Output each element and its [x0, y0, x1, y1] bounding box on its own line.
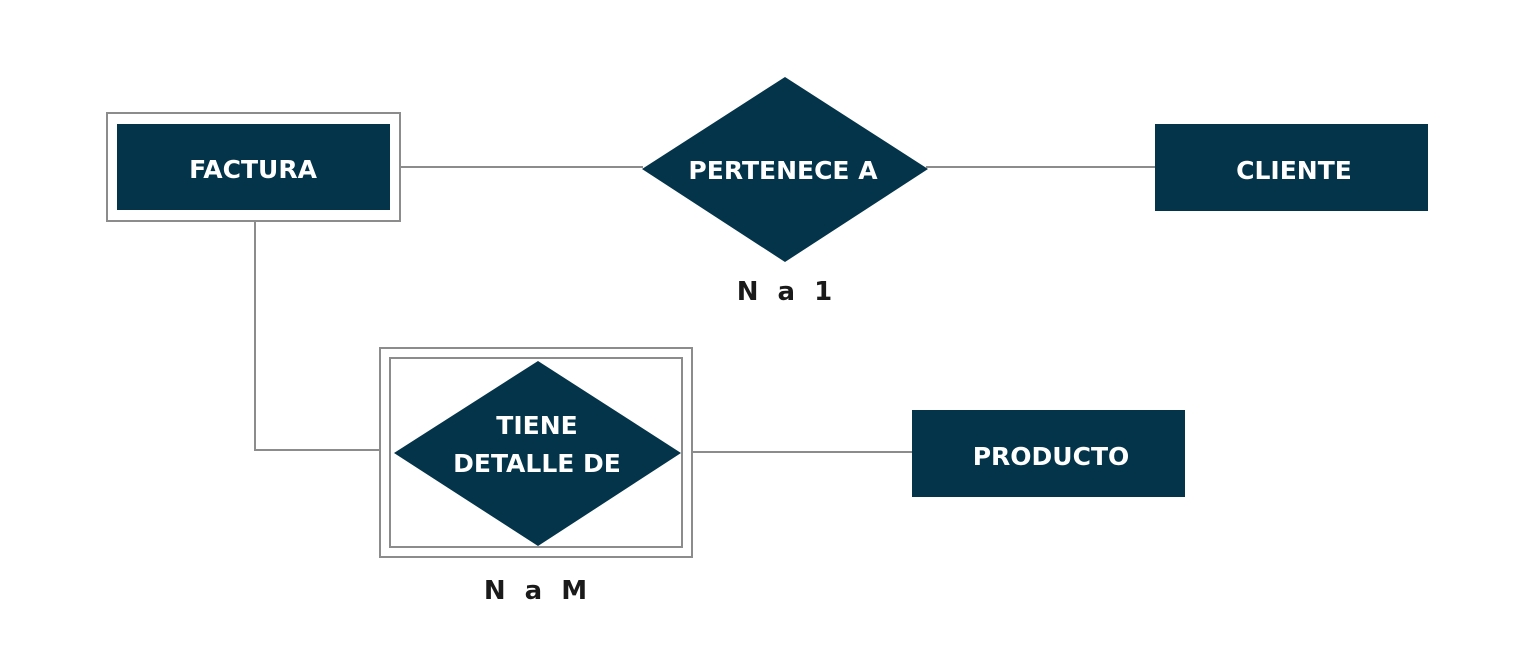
entity-cliente-box [1155, 124, 1428, 211]
relationship-tiene-detalle-label-line1: TIENE [496, 411, 577, 440]
relationship-tiene-detalle-label-line2: DETALLE DE [453, 449, 621, 478]
connector-factura-tiene-detalle [254, 221, 380, 451]
entity-factura-outer-border [106, 112, 401, 222]
entity-producto-label: PRODUCTO [973, 442, 1130, 471]
entity-factura-box [117, 124, 390, 210]
cardinality-pertenece: N a 1 [737, 277, 838, 307]
relationship-tiene-detalle-diamond [394, 361, 681, 546]
entity-cliente: CLIENTE [1155, 124, 1428, 211]
entity-cliente-label: CLIENTE [1236, 156, 1352, 185]
relationship-pertenece-label: PERTENECE A [688, 156, 878, 185]
entity-producto-box [912, 410, 1185, 497]
relationship-pertenece-diamond [642, 77, 928, 262]
entity-producto: PRODUCTO [912, 410, 1185, 497]
cardinality-tiene-detalle: N a M [484, 576, 592, 606]
relationship-tiene-detalle-outer-border [379, 347, 693, 558]
entity-factura-label: FACTURA [189, 155, 318, 184]
relationship-tiene-detalle-inner-border [389, 357, 683, 548]
entity-factura: FACTURA [106, 112, 401, 222]
relationship-tiene-detalle: TIENE DETALLE DE [379, 347, 693, 558]
relationship-pertenece: PERTENECE A [642, 77, 928, 262]
